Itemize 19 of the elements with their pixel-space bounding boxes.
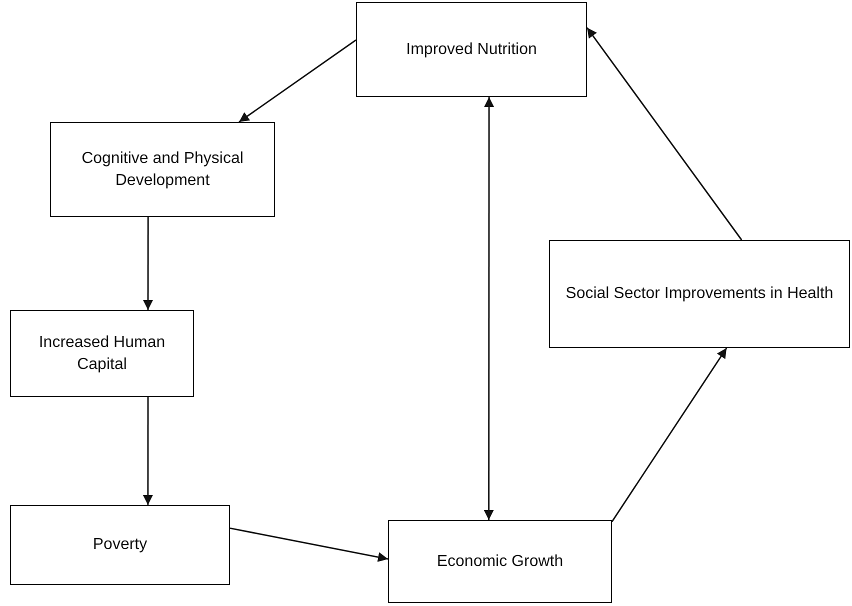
process-box <box>549 240 850 348</box>
process-box <box>388 520 612 603</box>
box-label: Social Sector Improvements in Health <box>564 284 834 304</box>
box-label: Cognitive and Physical Development <box>80 148 244 190</box>
process-box <box>10 505 230 585</box>
arrow <box>484 97 494 520</box>
process-box <box>50 122 275 217</box>
box-label: Economic Growth <box>436 552 564 572</box>
arrow <box>230 527 388 562</box>
box-label: Poverty <box>92 535 148 555</box>
arrow <box>238 39 356 123</box>
arrow <box>142 397 153 505</box>
arrow <box>611 348 728 522</box>
process-box <box>10 310 194 397</box>
arrow <box>586 27 742 240</box>
box-label: Increased Human Capital <box>38 332 166 374</box>
process-box <box>356 2 587 97</box>
arrow <box>143 217 153 310</box>
box-label: Improved Nutrition <box>405 40 538 60</box>
